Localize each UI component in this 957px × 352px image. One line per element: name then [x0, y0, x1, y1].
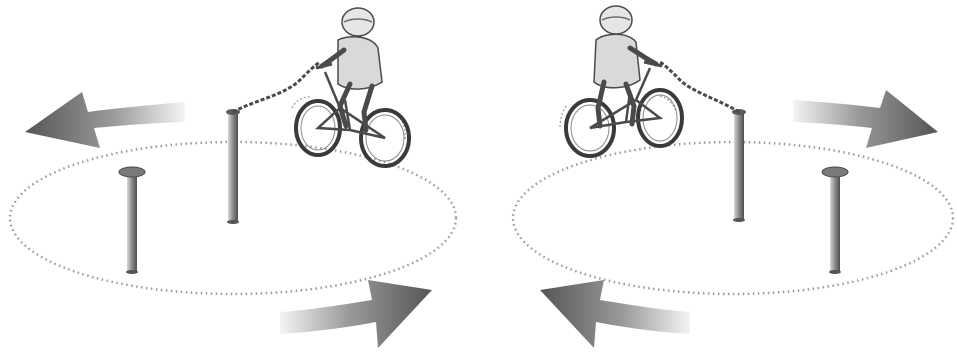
arrow-left-icon — [25, 92, 185, 148]
post-tether — [732, 109, 746, 222]
arrow-right-icon — [793, 90, 938, 148]
cyclist — [292, 8, 409, 166]
arrow-left-icon — [540, 280, 690, 348]
tether-chain — [660, 62, 739, 112]
rider-body — [594, 34, 640, 88]
post-free — [822, 167, 848, 274]
post-tether — [226, 109, 240, 224]
riding-path — [513, 142, 953, 294]
helmet-icon — [342, 8, 374, 36]
arrow-right-icon — [280, 280, 432, 348]
rider-body — [338, 37, 382, 89]
post-free — [119, 167, 145, 274]
helmet-icon — [600, 6, 632, 34]
scene-right — [513, 6, 953, 348]
scene-left — [10, 8, 456, 348]
cyclist — [560, 6, 682, 156]
